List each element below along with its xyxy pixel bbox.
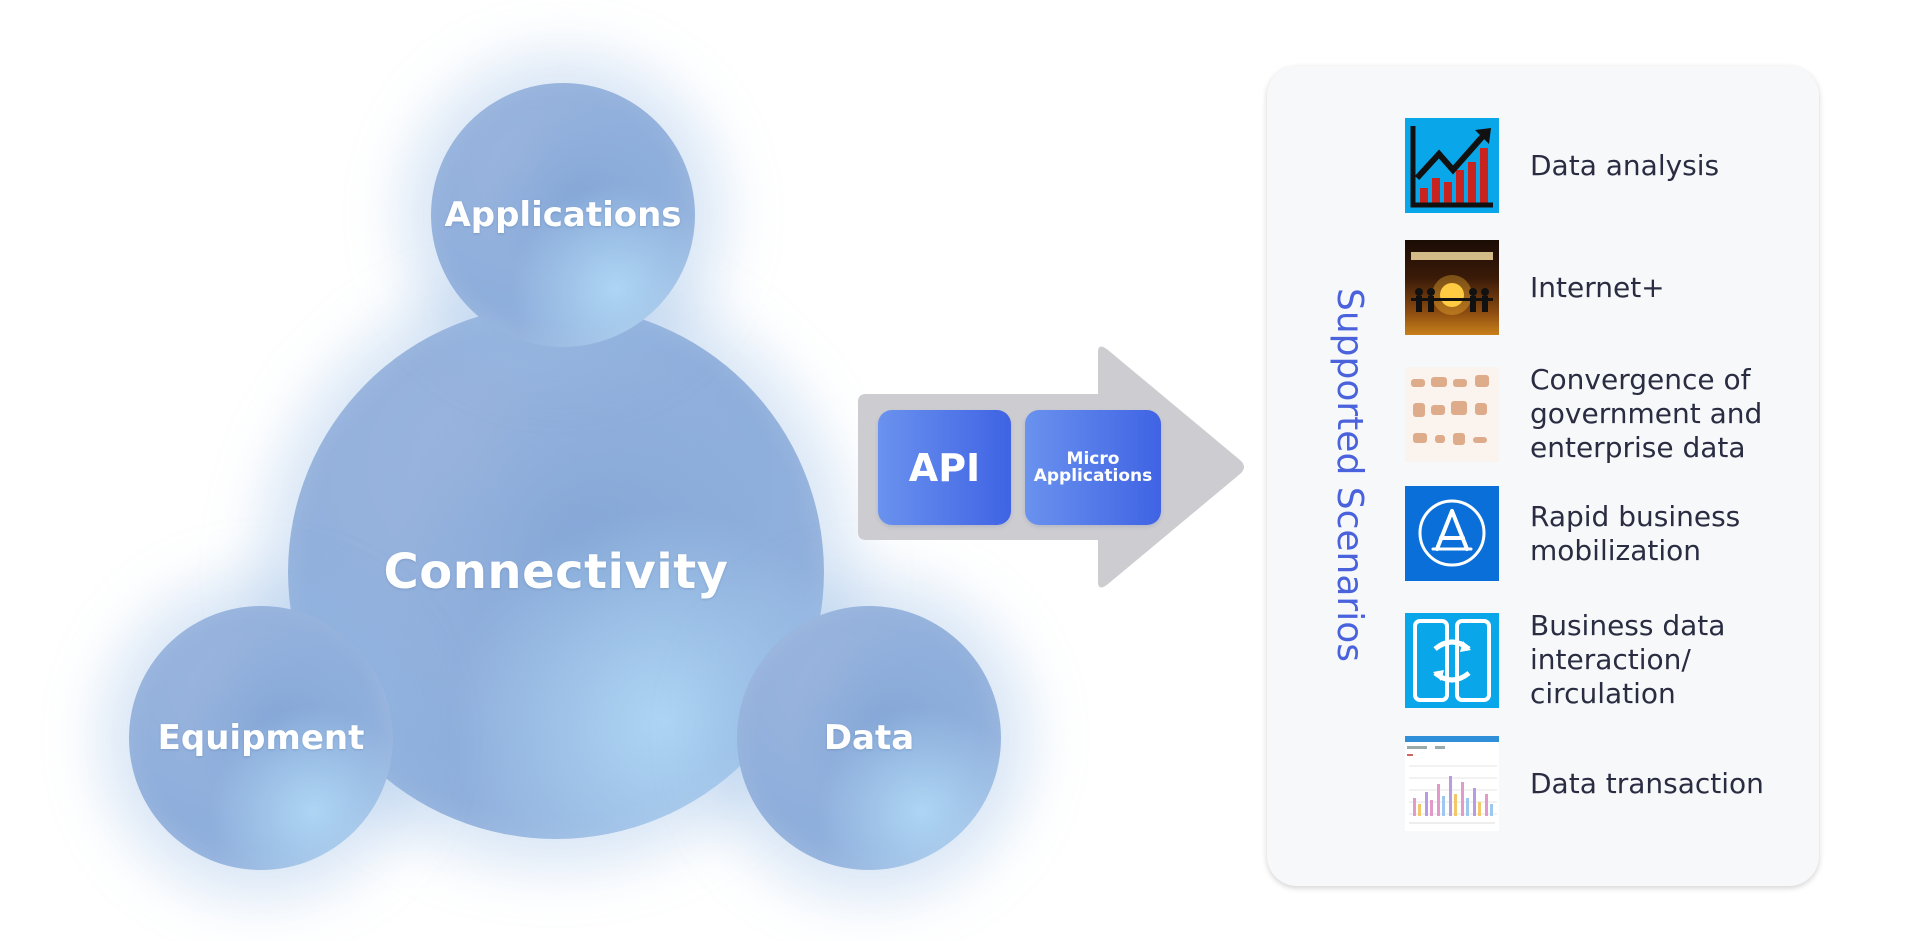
- scenario-label-line: Business data: [1530, 609, 1726, 642]
- api-box: API: [878, 410, 1011, 525]
- chart-growth-icon: [1405, 118, 1499, 213]
- data-exchange-icon: [1405, 612, 1499, 708]
- connectivity-label: Connectivity: [383, 544, 729, 600]
- panel-title: Supported Scenarios: [1329, 287, 1370, 662]
- scenario-label: Business data interaction/ circulation: [1530, 609, 1725, 711]
- dashboard-screenshot-icon: [1405, 736, 1499, 831]
- scenario-label-line: enterprise data: [1530, 431, 1746, 464]
- scenario-item: Internet+: [1405, 240, 1665, 335]
- scenario-item: Business data interaction/ circulation: [1405, 609, 1725, 711]
- scenario-item: Convergence of government and enterprise…: [1405, 363, 1762, 465]
- equipment-label: Equipment: [157, 718, 365, 758]
- scenario-label-line: government and: [1530, 397, 1763, 430]
- data-label: Data: [823, 718, 915, 758]
- scenario-label-line: Data analysis: [1530, 148, 1720, 182]
- scenario-item: Rapid business mobilization: [1405, 486, 1740, 581]
- applications-bubble: Applications: [431, 83, 695, 347]
- scenarios-panel: [1267, 66, 1819, 886]
- scenario-label-line: Rapid business: [1530, 499, 1741, 533]
- data-bubble: Data: [737, 606, 1001, 870]
- scenario-label-line: circulation: [1530, 677, 1676, 710]
- api-label: API: [908, 445, 981, 490]
- micro-applications-box: Micro Applications: [1025, 410, 1161, 525]
- scenario-label-line: Internet+: [1530, 270, 1665, 304]
- scenario-label: Data analysis: [1530, 149, 1719, 183]
- scenario-label-line: mobilization: [1530, 533, 1702, 567]
- micro-label-line2: Applications: [1033, 465, 1153, 486]
- app-store-icon: [1405, 486, 1499, 581]
- micro-label-line1: Micro: [1066, 448, 1120, 469]
- scenario-label: Convergence of government and enterprise…: [1530, 363, 1762, 465]
- equipment-bubble: Equipment: [129, 606, 393, 870]
- lightbulb-people-icon: [1405, 240, 1499, 335]
- scenario-label: Data transaction: [1530, 767, 1764, 801]
- scenario-label: Rapid business mobilization: [1530, 500, 1740, 568]
- blurred-thumbnail-icon: [1405, 366, 1499, 462]
- scenario-label: Internet+: [1530, 271, 1665, 305]
- scenario-label-line: Data transaction: [1530, 766, 1764, 800]
- applications-label: Applications: [444, 195, 682, 235]
- scenario-item: Data transaction: [1405, 736, 1764, 831]
- scenario-label-line: Convergence of: [1530, 363, 1751, 396]
- scenario-label-line: interaction/: [1530, 643, 1691, 676]
- scenario-item: Data analysis: [1405, 118, 1719, 213]
